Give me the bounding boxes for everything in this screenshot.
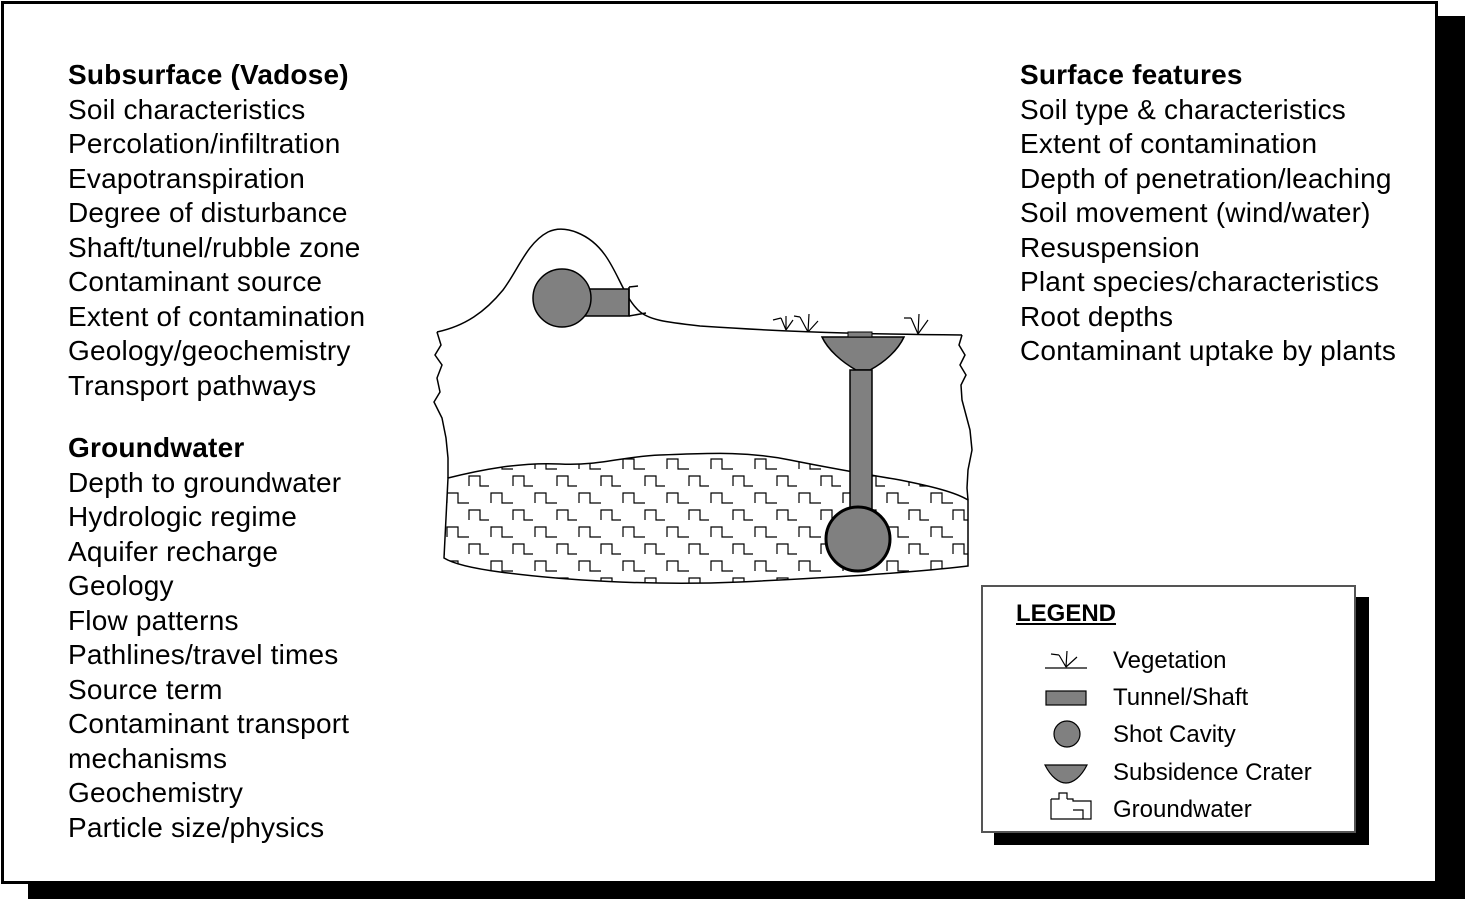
subsurface-item: Evapotranspiration <box>68 162 306 194</box>
legend-label-tunnel-shaft: Tunnel/Shaft <box>1113 684 1249 711</box>
tunnel-portal <box>628 285 647 317</box>
subsurface-item: Geology/geochemistry <box>68 335 351 366</box>
vegetation-icon <box>904 313 929 335</box>
legend-label-shot-cavity: Shot Cavity <box>1113 721 1236 748</box>
ground-surface-line <box>436 228 963 336</box>
surface-item: Root depths <box>1020 300 1174 332</box>
surface-item: Plant species/characteristics <box>1020 266 1380 297</box>
subsurface-item: Contaminant source <box>68 266 323 297</box>
groundwater-item: Contaminant transport <box>68 708 350 739</box>
surface-item: Extent of contamination <box>1020 128 1318 159</box>
shot-cavity-icon <box>1053 720 1081 748</box>
surface-heading: Surface features <box>1020 59 1243 90</box>
shot-cavity-lower <box>824 505 892 573</box>
crater-cap <box>847 331 873 338</box>
surface-item: Contaminant uptake by plants <box>1020 335 1397 366</box>
subsurface-item: Soil characteristics <box>68 93 306 125</box>
surface-item: Depth of penetration/leaching <box>1020 162 1392 194</box>
surface-item: Soil movement (wind/water) <box>1020 197 1371 228</box>
vegetation-icon <box>1045 650 1087 669</box>
subsurface-item: Shaft/tunel/rubble zone <box>68 231 361 263</box>
shot-cavity-upper <box>532 268 592 328</box>
groundwater-item: Flow patterns <box>68 604 239 636</box>
left-column: Subsurface (Vadose) Soil characteristics… <box>68 58 365 845</box>
groundwater-zone <box>443 452 969 584</box>
vegetation-icon <box>793 313 819 333</box>
subsidence-crater-icon <box>1044 764 1088 784</box>
right-column: Surface features Soil type & characteris… <box>1020 58 1396 369</box>
surface-item: Soil type & characteristics <box>1020 93 1346 125</box>
subsidence-crater <box>820 336 906 371</box>
right-section-edge <box>958 334 973 501</box>
legend-symbols <box>1044 650 1092 820</box>
groundwater-item: Aquifer recharge <box>68 535 279 567</box>
groundwater-item: Particle size/physics <box>68 811 325 843</box>
subsurface-item: Degree of disturbance <box>68 197 348 228</box>
legend-title: LEGEND <box>1016 600 1117 627</box>
groundwater-icon <box>1050 792 1092 820</box>
shaft <box>849 369 873 511</box>
groundwater-item: Geology <box>68 570 174 601</box>
legend: LEGEND Vegetation Tunnel/Shaft Shot Cavi… <box>981 585 1356 833</box>
legend-label-vegetation: Vegetation <box>1113 647 1227 674</box>
subsurface-item: Percolation/infiltration <box>68 128 341 159</box>
groundwater-item: Hydrologic regime <box>68 501 298 532</box>
groundwater-item: mechanisms <box>68 742 228 774</box>
subsurface-heading: Subsurface (Vadose) <box>68 59 349 90</box>
left-section-edge <box>433 331 449 478</box>
tunnel-shaft-icon <box>1045 690 1087 706</box>
surface-item: Resuspension <box>1020 231 1200 263</box>
groundwater-item: Depth to groundwater <box>68 466 342 498</box>
legend-label-groundwater: Groundwater <box>1113 796 1252 823</box>
groundwater-heading: Groundwater <box>68 432 245 463</box>
groundwater-item: Source term <box>68 673 223 705</box>
subsurface-item: Extent of contamination <box>68 300 366 332</box>
groundwater-item: Geochemistry <box>68 777 244 808</box>
vegetation-icon <box>772 316 794 331</box>
legend-label-subsidence-crater: Subsidence Crater <box>1113 759 1312 786</box>
subsurface-item: Transport pathways <box>68 369 317 401</box>
groundwater-item: Pathlines/travel times <box>68 639 339 670</box>
